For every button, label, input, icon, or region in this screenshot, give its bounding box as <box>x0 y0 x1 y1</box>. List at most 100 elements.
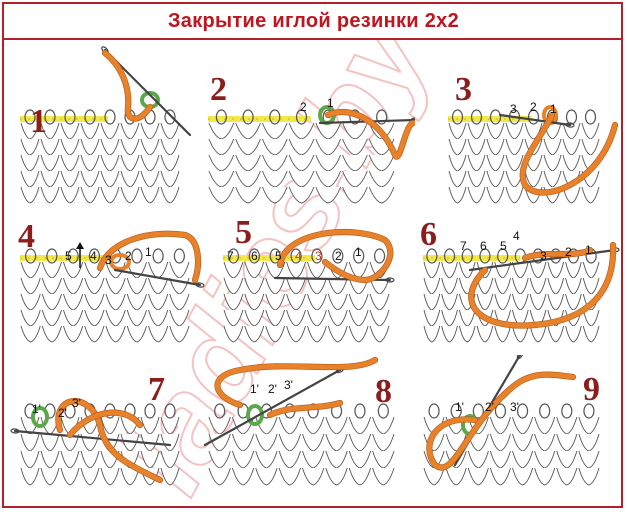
step-number: 1 <box>30 103 47 140</box>
knit-stitch <box>231 467 255 486</box>
knit-stitch <box>126 309 147 327</box>
stitch-loop <box>584 109 597 125</box>
knit-stitch <box>255 450 278 469</box>
knit-stitch <box>578 416 600 435</box>
knit-stitch <box>20 325 41 343</box>
knit-stitch <box>60 122 80 140</box>
knit-stitch <box>288 122 315 140</box>
loop-label: 1 <box>327 96 334 110</box>
knit-stitch <box>120 138 140 156</box>
needle-icon <box>498 113 572 127</box>
knit-stitch <box>208 154 235 172</box>
knit-stitch <box>160 467 180 486</box>
knit-stitch <box>105 293 126 311</box>
stitch-loop <box>25 248 37 264</box>
knit-stitch <box>512 433 534 452</box>
loop-label: 3' <box>510 400 519 414</box>
knit-stitch <box>327 309 348 327</box>
knit-stitch <box>288 186 315 204</box>
stitch-loop <box>144 403 156 419</box>
knit-stitch <box>244 325 265 343</box>
knit-stitch <box>84 325 105 343</box>
knit-stitch <box>556 433 578 452</box>
knit-stitch <box>208 450 231 469</box>
knit-stitch <box>556 416 578 435</box>
knit-stitch <box>60 186 80 204</box>
knit-stitch <box>160 186 180 204</box>
loop-label: 3' <box>72 396 81 410</box>
knit-stitch <box>423 261 441 279</box>
stitch-loop <box>131 248 143 264</box>
knit-stitch <box>235 138 261 156</box>
stitch-loop <box>373 248 386 264</box>
yarn-thread <box>102 50 153 122</box>
knit-stitch <box>556 450 578 469</box>
knit-stitch <box>578 433 600 452</box>
knit-stitch <box>100 122 120 140</box>
knit-stitch <box>255 433 278 452</box>
step-panel-1: 1 <box>10 45 200 210</box>
knit-stitch <box>512 293 529 311</box>
knit-stitch <box>368 186 395 204</box>
knit-stitch <box>486 170 505 188</box>
loop-label: 1' <box>250 382 259 396</box>
knit-stitch <box>231 450 255 469</box>
yarn-thread <box>522 247 593 261</box>
knit-stitch <box>288 154 315 172</box>
knit-stitch <box>486 154 505 172</box>
loop-label: 7 <box>460 239 467 253</box>
knit-stitch <box>20 186 40 204</box>
knit-stitch <box>494 277 511 295</box>
knit-stitch <box>235 122 261 140</box>
knit-stitch <box>441 309 458 327</box>
knit-stitch <box>534 416 556 435</box>
knit-stitch <box>244 309 265 327</box>
knit-stitch <box>223 293 244 311</box>
knit-stitch <box>423 293 441 311</box>
yarn-thread <box>325 109 416 160</box>
step-illustration <box>10 398 180 486</box>
knit-stitch <box>489 433 511 452</box>
knit-stitch <box>562 186 581 204</box>
knit-stitch <box>278 433 301 452</box>
knit-stitch <box>505 122 524 140</box>
knit-stitch <box>265 325 286 343</box>
knit-stitch <box>20 170 40 188</box>
knit-stitch <box>489 416 511 435</box>
step-illustration <box>208 105 420 204</box>
knit-stitch <box>235 186 261 204</box>
knit-stitch <box>581 186 600 204</box>
knit-stitch <box>307 309 327 327</box>
knit-stitch <box>278 467 301 486</box>
knit-stitch <box>80 450 100 469</box>
knit-stitch <box>208 170 235 188</box>
knit-stitch <box>565 277 582 295</box>
knit-stitch <box>307 325 327 343</box>
knit-stitch <box>512 277 529 295</box>
knit-stitch <box>489 450 511 469</box>
knit-stitch <box>578 450 600 469</box>
step-number: 2 <box>210 71 227 108</box>
knit-stitch <box>372 433 395 452</box>
stitch-loop <box>269 109 281 125</box>
marked-stitch <box>109 253 131 271</box>
knit-fabric <box>423 261 600 343</box>
knit-stitch <box>325 467 348 486</box>
knit-stitch <box>223 309 244 327</box>
knit-stitch <box>372 450 395 469</box>
loop-label: 1 <box>550 102 557 116</box>
knit-stitch <box>512 325 529 343</box>
knit-stitch <box>231 433 255 452</box>
stitch-loop <box>516 403 529 419</box>
stitch-loop <box>428 403 440 419</box>
loop-label: 2' <box>58 406 67 420</box>
knit-stitch <box>262 122 288 140</box>
knit-stitch <box>372 416 395 435</box>
knit-stitch <box>458 309 476 327</box>
knit-stitch <box>286 309 306 327</box>
step-number: 6 <box>420 216 437 253</box>
knit-stitch <box>543 154 562 172</box>
knit-stitch <box>348 416 372 435</box>
